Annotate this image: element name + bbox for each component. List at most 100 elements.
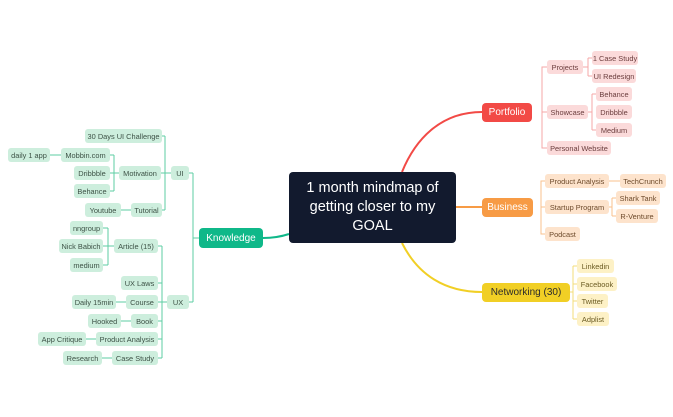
topic-portfolio[interactable]: Portfolio (482, 103, 532, 122)
knowledge-30-days-ui-challenge[interactable]: 30 Days UI Challenge (85, 129, 162, 143)
knowledge-course[interactable]: Course (126, 295, 158, 309)
knowledge-case-study-label: Case Study (115, 353, 155, 363)
portfolio-behance[interactable]: Behance (596, 87, 632, 101)
knowledge-case-study[interactable]: Case Study (112, 351, 158, 365)
knowledge-research[interactable]: Research (63, 351, 102, 365)
networking-adplist-label: Adplist (581, 314, 605, 324)
business-edges (540, 180, 620, 235)
knowledge-behance-label: Behance (77, 186, 107, 196)
knowledge-edges (50, 135, 199, 359)
portfolio-medium[interactable]: Medium (596, 123, 632, 137)
business-podcast-label: Podcast (549, 229, 576, 239)
knowledge-ui-label: UI (176, 168, 184, 178)
networking-linkedin-label: Linkedin (581, 261, 610, 271)
networking-facebook-label: Facebook (580, 279, 614, 289)
knowledge-nngroup-label: nngroup (72, 223, 101, 233)
topic-networking[interactable]: Networking (30) (482, 283, 570, 302)
knowledge-daily-15min-label: Daily 15min (74, 297, 114, 307)
knowledge-ux-laws[interactable]: UX Laws (121, 276, 158, 290)
knowledge-product-analysis[interactable]: Product Analysis (96, 332, 158, 346)
knowledge-app-critique-label: App Critique (41, 334, 83, 344)
portfolio-medium-label: Medium (600, 125, 628, 135)
knowledge-nick-babich-label: Nick Babich (61, 241, 101, 251)
topic-knowledge-label: Knowledge (206, 232, 256, 244)
knowledge-daily-1-app[interactable]: daily 1 app (8, 148, 50, 162)
knowledge-ux-label: UX (172, 297, 184, 307)
topic-business[interactable]: Business (482, 198, 533, 217)
business-product-analysis[interactable]: Product Analysis (545, 174, 609, 188)
business-r-venture[interactable]: R-Venture (616, 209, 658, 223)
knowledge-ui[interactable]: UI (171, 166, 189, 180)
portfolio-dribbble-label: Dribbble (600, 107, 628, 117)
business-product-analysis-label: Product Analysis (549, 176, 605, 186)
knowledge-hooked[interactable]: Hooked (88, 314, 121, 328)
knowledge-tutorial-label: Tutorial (134, 205, 159, 215)
business-r-venture-label: R-Venture (620, 211, 654, 221)
knowledge-book-label: Book (136, 316, 153, 326)
knowledge-youtube-label: Youtube (89, 205, 117, 215)
knowledge-nngroup[interactable]: nngroup (70, 221, 103, 235)
knowledge-mobbin-label: Mobbin.com (65, 150, 106, 160)
knowledge-research-label: Research (66, 353, 99, 363)
portfolio-behance-label: Behance (599, 89, 629, 99)
knowledge-daily-1-app-label: daily 1 app (11, 150, 47, 160)
topic-business-label: Business (487, 202, 528, 213)
edge-central-knowledge (262, 233, 290, 239)
portfolio-edges (541, 57, 596, 149)
business-techcrunch[interactable]: TechCrunch (620, 174, 666, 188)
networking-twitter[interactable]: Twitter (577, 294, 608, 308)
knowledge-article-label: Article (15) (118, 241, 154, 251)
knowledge-dribbble[interactable]: Dribbble (74, 166, 110, 180)
knowledge-daily-15min[interactable]: Daily 15min (72, 295, 116, 309)
knowledge-book[interactable]: Book (131, 314, 158, 328)
knowledge-youtube[interactable]: Youtube (85, 203, 121, 217)
knowledge-motivation[interactable]: Motivation (119, 166, 161, 180)
business-podcast[interactable]: Podcast (545, 227, 580, 241)
networking-twitter-label: Twitter (581, 296, 604, 306)
knowledge-app-critique[interactable]: App Critique (38, 332, 86, 346)
business-startup-program-label: Startup Program (549, 202, 605, 212)
knowledge-motivation-label: Motivation (123, 168, 157, 178)
knowledge-medium-label: medium (73, 260, 100, 270)
edge-central-networking (401, 242, 483, 293)
portfolio-personal-website[interactable]: Personal Website (547, 141, 611, 155)
portfolio-dribbble[interactable]: Dribbble (596, 105, 632, 119)
portfolio-showcase-label: Showcase (550, 107, 585, 117)
knowledge-dribbble-label: Dribbble (78, 168, 106, 178)
knowledge-product-analysis-label: Product Analysis (99, 334, 155, 344)
portfolio-ui-redesign[interactable]: UI Redesign (592, 69, 636, 83)
portfolio-case-study-label: 1 Case Study (592, 53, 638, 63)
topic-portfolio-label: Portfolio (488, 107, 526, 118)
knowledge-course-label: Course (130, 297, 154, 307)
networking-adplist[interactable]: Adplist (577, 312, 609, 326)
topic-knowledge[interactable]: Knowledge (199, 228, 263, 248)
portfolio-projects-label: Projects (551, 62, 579, 72)
portfolio-ui-redesign-label: UI Redesign (593, 71, 635, 81)
knowledge-ux[interactable]: UX (167, 295, 189, 309)
portfolio-showcase[interactable]: Showcase (547, 105, 588, 119)
business-shark-tank-label: Shark Tank (619, 193, 657, 203)
knowledge-tutorial[interactable]: Tutorial (131, 203, 162, 217)
central-topic[interactable]: 1 month mindmap of getting closer to my … (289, 172, 456, 243)
business-techcrunch-label: TechCrunch (623, 176, 663, 186)
knowledge-article[interactable]: Article (15) (114, 239, 158, 253)
edge-central-portfolio (401, 111, 483, 173)
knowledge-30-days-ui-challenge-label: 30 Days UI Challenge (87, 131, 160, 141)
networking-edges (570, 265, 577, 320)
portfolio-case-study[interactable]: 1 Case Study (592, 51, 638, 65)
portfolio-personal-website-label: Personal Website (550, 143, 608, 153)
knowledge-ux-laws-label: UX Laws (124, 278, 155, 288)
networking-facebook[interactable]: Facebook (577, 277, 617, 291)
business-startup-program[interactable]: Startup Program (545, 200, 609, 214)
knowledge-behance[interactable]: Behance (74, 184, 110, 198)
knowledge-medium[interactable]: medium (70, 258, 103, 272)
networking-linkedin[interactable]: Linkedin (577, 259, 614, 273)
knowledge-hooked-label: Hooked (91, 316, 118, 326)
portfolio-projects[interactable]: Projects (547, 60, 583, 74)
topic-networking-label: Networking (30) (490, 287, 562, 298)
knowledge-nick-babich[interactable]: Nick Babich (59, 239, 103, 253)
business-shark-tank[interactable]: Shark Tank (616, 191, 660, 205)
knowledge-mobbin[interactable]: Mobbin.com (61, 148, 110, 162)
